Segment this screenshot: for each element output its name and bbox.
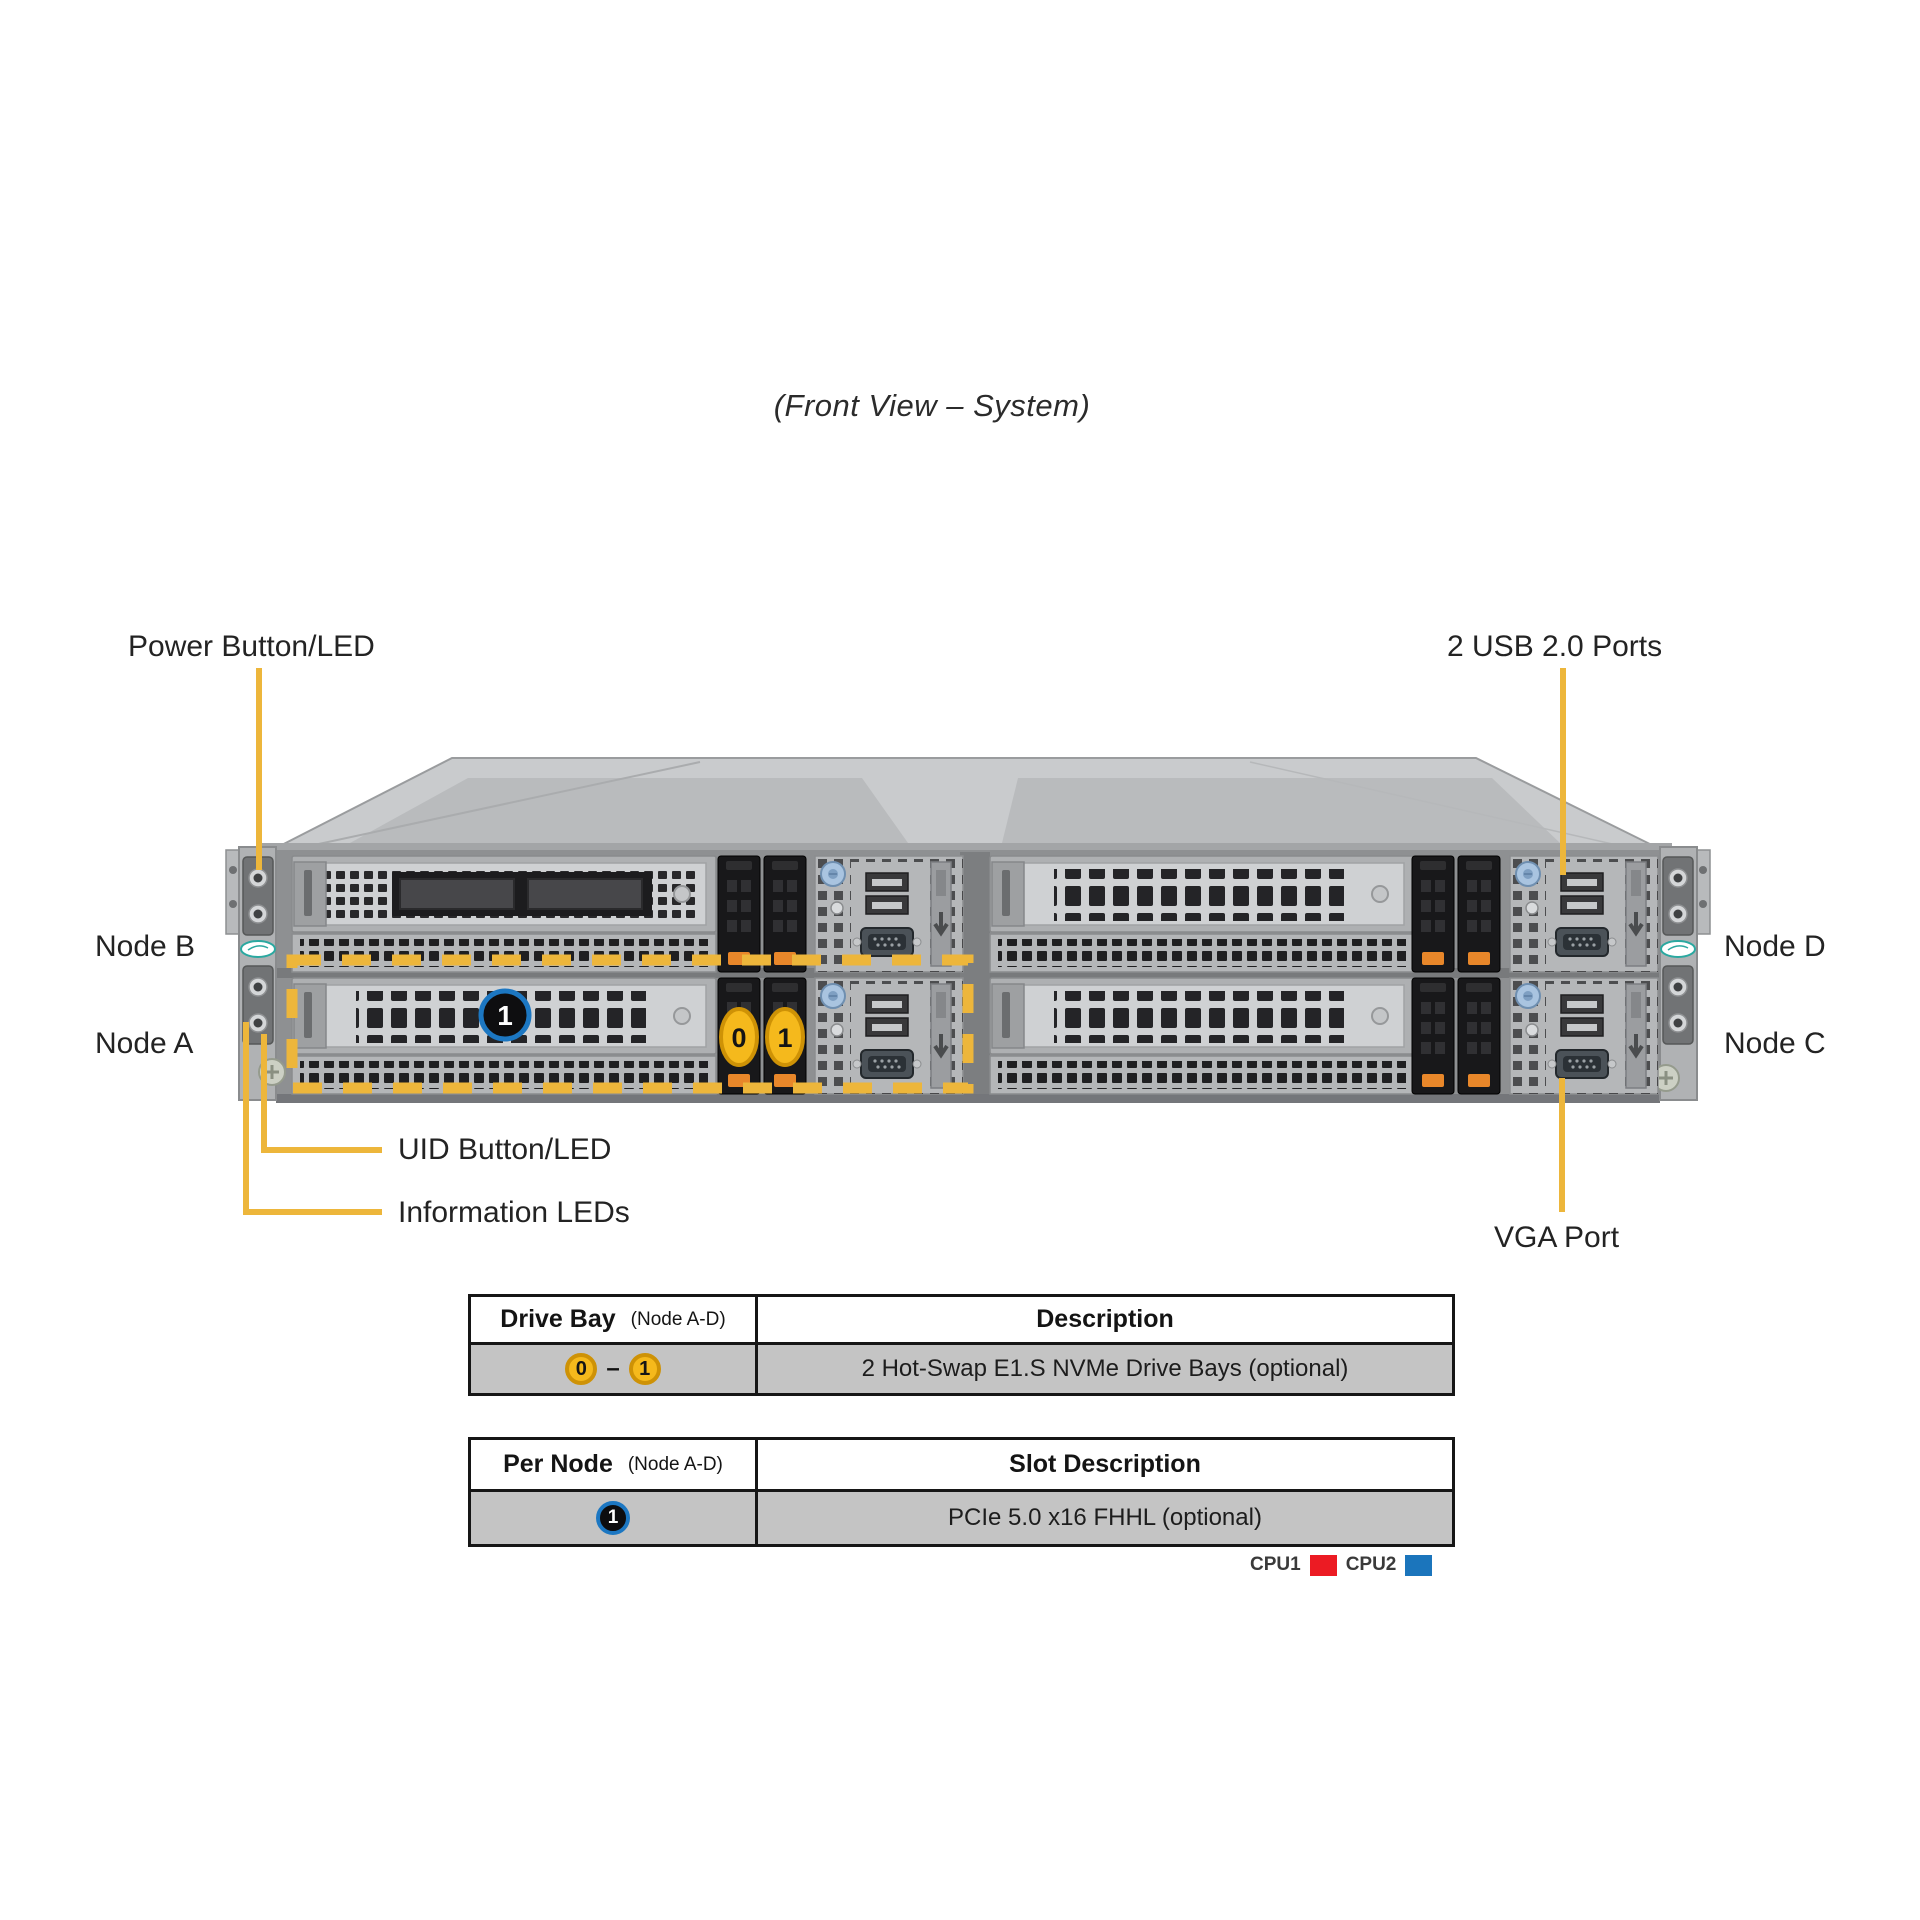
cpu2-legend-label: CPU2	[1345, 1554, 1397, 1575]
drive-bay-1-badge: 1	[765, 1007, 805, 1067]
cpu2-color-swatch	[1405, 1554, 1433, 1576]
callout-lines	[243, 668, 1566, 1215]
slot-description-header-cell: Slot Description	[758, 1440, 1452, 1489]
svg-text:1: 1	[497, 1000, 513, 1031]
cpu-legend: CPU1 CPU2	[1250, 1552, 1433, 1578]
drive-bay-header-cell: Drive Bay (Node A-D)	[471, 1297, 758, 1342]
chassis-roof	[262, 757, 1672, 856]
slot-description-text: PCIe 5.0 x16 FHHL (optional)	[948, 1504, 1262, 1531]
slot-description-cell: PCIe 5.0 x16 FHHL (optional)	[758, 1492, 1452, 1544]
uid-callout-line	[261, 1034, 382, 1153]
description-header-cell: Description	[758, 1297, 1452, 1342]
node-d-io-panel	[1510, 856, 1658, 972]
usb-ports-label: 2 USB 2.0 Ports	[1447, 630, 1663, 663]
drive-bay-0-table-badge: 0	[565, 1353, 598, 1385]
drive-bay-header-main: Drive Bay	[500, 1305, 616, 1333]
per-node-header-main: Per Node	[503, 1450, 613, 1478]
per-node-table: Per Node (Node A-D) Slot Description 1 P…	[468, 1437, 1455, 1547]
svg-text:0: 0	[731, 1023, 746, 1053]
node-d-label: Node D	[1724, 930, 1826, 963]
node-c-label: Node C	[1724, 1027, 1826, 1060]
slot-description-header-text: Slot Description	[1009, 1450, 1201, 1478]
drive-bay-1-table-badge: 1	[628, 1353, 661, 1385]
node-a-io-panel	[815, 978, 963, 1094]
per-node-header-cell: Per Node (Node A-D)	[471, 1440, 758, 1489]
node-c-io-panel	[1510, 978, 1658, 1094]
node-b-io-panel	[815, 856, 963, 972]
node-a-sled	[291, 978, 963, 1094]
per-node-slot-cell: 1	[471, 1492, 758, 1544]
svg-text:1: 1	[777, 1023, 792, 1053]
drive-bay-description-text: 2 Hot-Swap E1.S NVMe Drive Bays (optiona…	[861, 1355, 1349, 1382]
pcie-slot-1-table-badge: 1	[596, 1501, 630, 1535]
information-leds-label: Information LEDs	[398, 1196, 630, 1229]
node-c-ear-buttons	[1662, 965, 1694, 1045]
node-d-sled	[989, 856, 1658, 972]
drive-bay-range-cell: 0 – 1	[471, 1345, 758, 1393]
drive-bay-table: Drive Bay (Node A-D) Description 0 – 1 2…	[468, 1294, 1455, 1396]
node-d-ear-buttons	[1662, 856, 1694, 936]
uid-button-label: UID Button/LED	[398, 1133, 612, 1166]
drive-bay-table-row: 0 – 1 2 Hot-Swap E1.S NVMe Drive Bays (o…	[471, 1345, 1452, 1393]
per-node-table-header: Per Node (Node A-D) Slot Description	[471, 1440, 1452, 1492]
per-node-header-sub: (Node A-D)	[627, 1453, 723, 1475]
info-callout-line	[243, 1022, 382, 1215]
power-button-label: Power Button/LED	[128, 630, 375, 663]
drive-bay-header-sub: (Node A-D)	[630, 1308, 726, 1330]
range-dash: –	[606, 1355, 620, 1382]
drive-bay-0-badge: 0	[719, 1007, 759, 1067]
node-b-label: Node B	[95, 930, 196, 963]
right-ear	[1651, 846, 1698, 1101]
node-c-sled	[989, 978, 1658, 1094]
cpu1-legend-label: CPU1	[1250, 1554, 1301, 1575]
per-node-table-row: 1 PCIe 5.0 x16 FHHL (optional)	[471, 1492, 1452, 1544]
vga-port-label: VGA Port	[1494, 1221, 1620, 1254]
pcie-slot-1-badge: 1	[478, 988, 532, 1042]
page-title: (Front View – System)	[773, 388, 1091, 423]
node-a-label: Node A	[95, 1027, 194, 1060]
drive-bay-table-header: Drive Bay (Node A-D) Description	[471, 1297, 1452, 1345]
cpu1-color-swatch	[1309, 1554, 1337, 1576]
description-header-text: Description	[1036, 1305, 1174, 1333]
drive-bay-description-cell: 2 Hot-Swap E1.S NVMe Drive Bays (optiona…	[758, 1345, 1452, 1393]
